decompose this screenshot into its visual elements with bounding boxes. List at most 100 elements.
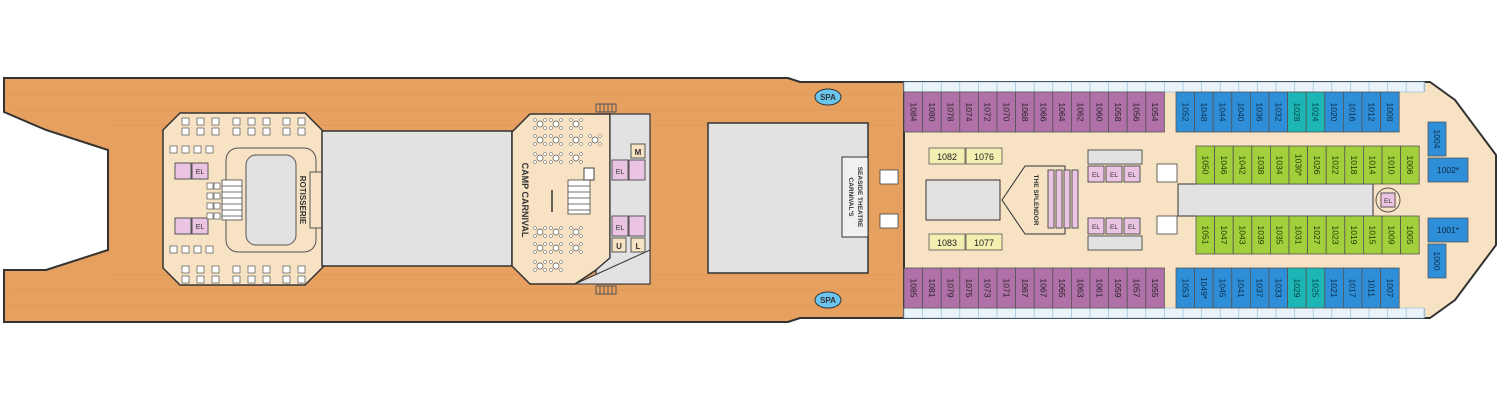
cabin-1041[interactable]: 1041 bbox=[1231, 267, 1251, 309]
cabin-number: 1041 bbox=[1236, 279, 1246, 298]
cabin-1034[interactable]: 1034 bbox=[1270, 145, 1290, 185]
cabin-1052[interactable]: 1052 bbox=[1175, 91, 1196, 133]
cabin-number: 1067 bbox=[1039, 279, 1049, 298]
cabin-1022[interactable]: 1022 bbox=[1325, 145, 1346, 185]
cabin-1064[interactable]: 1064 bbox=[1052, 91, 1072, 133]
cabin-1032[interactable]: 1032 bbox=[1268, 91, 1289, 133]
cabin-1045[interactable]: 1045 bbox=[1212, 267, 1233, 309]
suite-1083[interactable]: 1083 bbox=[928, 233, 966, 251]
cabin-1012[interactable]: 1012 bbox=[1361, 91, 1382, 133]
cabin-1038[interactable]: 1038 bbox=[1251, 145, 1271, 185]
el-label: EL bbox=[1128, 224, 1136, 231]
cabin-1021[interactable]: 1021 bbox=[1324, 267, 1344, 309]
cabin-1006[interactable]: 1006 bbox=[1400, 145, 1420, 185]
cabin-number: 1032 bbox=[1273, 103, 1283, 122]
cabin-1073[interactable]: 1073 bbox=[978, 267, 998, 309]
cabin-1048[interactable]: 1048 bbox=[1194, 91, 1214, 133]
cabin-number: 1085 bbox=[908, 279, 918, 298]
cabin-1017[interactable]: 1017 bbox=[1343, 267, 1363, 309]
cabin-1051[interactable]: 1051 bbox=[1195, 215, 1216, 255]
cabin-1000[interactable]: 1000 bbox=[1427, 243, 1447, 279]
cabin-1084[interactable]: 1084 bbox=[903, 91, 924, 133]
cabin-1067[interactable]: 1067 bbox=[1033, 267, 1054, 309]
cabin-1029[interactable]: 1029 bbox=[1287, 267, 1307, 309]
cabin-1067[interactable]: 1067 bbox=[1015, 267, 1035, 309]
cabin-1049[interactable]: 1049* bbox=[1194, 267, 1214, 309]
cabin-1071[interactable]: 1071 bbox=[996, 267, 1017, 309]
cabin-1057[interactable]: 1057 bbox=[1126, 267, 1147, 309]
cabin-1042[interactable]: 1042 bbox=[1232, 145, 1253, 185]
cabin-1068[interactable]: 1068 bbox=[1015, 91, 1035, 133]
spa-marker-top[interactable]: SPA bbox=[814, 88, 842, 106]
cabin-1065[interactable]: 1065 bbox=[1052, 267, 1072, 309]
cabin-1039[interactable]: 1039 bbox=[1251, 215, 1271, 255]
cabin-1055[interactable]: 1055 bbox=[1145, 267, 1165, 309]
cabin-1024[interactable]: 1024 bbox=[1305, 91, 1326, 133]
cabin-1004[interactable]: 1004 bbox=[1427, 121, 1447, 157]
cabin-1020[interactable]: 1020 bbox=[1324, 91, 1344, 133]
cabin-1050[interactable]: 1050 bbox=[1195, 145, 1216, 185]
cabin-1047[interactable]: 1047 bbox=[1214, 215, 1234, 255]
cabin-1028[interactable]: 1028 bbox=[1287, 91, 1307, 133]
cabin-1070[interactable]: 1070 bbox=[996, 91, 1017, 133]
cabin-1074[interactable]: 1074 bbox=[959, 91, 979, 133]
cabin-1056[interactable]: 1056 bbox=[1126, 91, 1147, 133]
suite-1076[interactable]: 1076 bbox=[965, 147, 1003, 165]
cabin-1007[interactable]: 1007 bbox=[1380, 267, 1400, 309]
cabin-1002[interactable]: 1002* bbox=[1427, 157, 1469, 183]
cabin-1037[interactable]: 1037 bbox=[1250, 267, 1270, 309]
cabin-1016[interactable]: 1016 bbox=[1343, 91, 1363, 133]
cabin-1018[interactable]: 1018 bbox=[1344, 145, 1364, 185]
suite-number: 1082 bbox=[937, 152, 957, 162]
cabin-1075[interactable]: 1075 bbox=[959, 267, 979, 309]
cabin-1015[interactable]: 1015 bbox=[1363, 215, 1383, 255]
spa-marker-bottom[interactable]: SPA bbox=[814, 291, 842, 309]
suite-number: 1077 bbox=[974, 238, 994, 248]
deck-stair-marks bbox=[595, 103, 617, 295]
suite-1082[interactable]: 1082 bbox=[928, 147, 966, 165]
cabin-number: 1036 bbox=[1255, 103, 1265, 122]
cabin-1030[interactable]: 1030* bbox=[1288, 145, 1309, 185]
cabin-1072[interactable]: 1072 bbox=[978, 91, 998, 133]
cabin-number: 1045 bbox=[1218, 279, 1228, 298]
cabin-1053[interactable]: 1053 bbox=[1175, 267, 1196, 309]
cabin-1081[interactable]: 1081 bbox=[922, 267, 942, 309]
cabin-1044[interactable]: 1044 bbox=[1212, 91, 1233, 133]
cabin-1025[interactable]: 1025 bbox=[1305, 267, 1326, 309]
cabin-1023[interactable]: 1023 bbox=[1325, 215, 1346, 255]
cabin-1080[interactable]: 1080 bbox=[922, 91, 942, 133]
cabin-1079[interactable]: 1079 bbox=[940, 267, 961, 309]
cabin-1062[interactable]: 1062 bbox=[1071, 91, 1091, 133]
cabin-1059[interactable]: 1059 bbox=[1108, 267, 1128, 309]
cabin-number: 1014 bbox=[1368, 156, 1378, 175]
camp-door bbox=[583, 167, 595, 181]
suite-1077[interactable]: 1077 bbox=[965, 233, 1003, 251]
cabin-1005[interactable]: 1005 bbox=[1400, 215, 1420, 255]
cabin-1078[interactable]: 1078 bbox=[940, 91, 961, 133]
cabin-1008[interactable]: 1008 bbox=[1380, 91, 1400, 133]
cabin-1001[interactable]: 1001* bbox=[1427, 217, 1469, 243]
cabin-1031[interactable]: 1031 bbox=[1288, 215, 1309, 255]
cabin-1027[interactable]: 1027 bbox=[1307, 215, 1327, 255]
cabin-1066[interactable]: 1066 bbox=[1033, 91, 1054, 133]
cabin-1063[interactable]: 1063 bbox=[1071, 267, 1091, 309]
cabin-number: 1079 bbox=[946, 279, 956, 298]
cabin-1011[interactable]: 1011 bbox=[1361, 267, 1382, 309]
cabin-1060[interactable]: 1060 bbox=[1089, 91, 1110, 133]
cabin-1033[interactable]: 1033 bbox=[1268, 267, 1289, 309]
cabin-1014[interactable]: 1014 bbox=[1363, 145, 1383, 185]
cabin-1010[interactable]: 1010 bbox=[1381, 145, 1402, 185]
cabin-1046[interactable]: 1046 bbox=[1214, 145, 1234, 185]
cabin-1085[interactable]: 1085 bbox=[903, 267, 924, 309]
cabin-1035[interactable]: 1035 bbox=[1270, 215, 1290, 255]
cabin-1058[interactable]: 1058 bbox=[1108, 91, 1128, 133]
cabin-number: 1001* bbox=[1437, 225, 1460, 235]
cabin-1009[interactable]: 1009 bbox=[1381, 215, 1402, 255]
cabin-1043[interactable]: 1043 bbox=[1232, 215, 1253, 255]
cabin-1040[interactable]: 1040 bbox=[1231, 91, 1251, 133]
cabin-1026[interactable]: 1026 bbox=[1307, 145, 1327, 185]
cabin-1061[interactable]: 1061 bbox=[1089, 267, 1110, 309]
cabin-1054[interactable]: 1054 bbox=[1145, 91, 1165, 133]
cabin-1019[interactable]: 1019 bbox=[1344, 215, 1364, 255]
cabin-1036[interactable]: 1036 bbox=[1250, 91, 1270, 133]
